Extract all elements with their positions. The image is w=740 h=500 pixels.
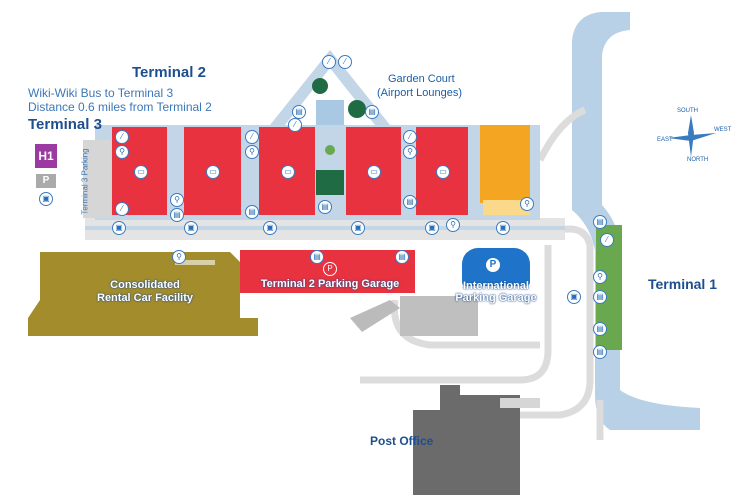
bus-icon: ▣ <box>184 221 198 235</box>
bus-icon: ▣ <box>425 221 439 235</box>
terminal2-label: Terminal 2 <box>132 64 206 81</box>
restroom-icon: ⚲ <box>403 145 417 159</box>
road-loop <box>360 106 594 419</box>
post-office-label: Post Office <box>370 434 434 448</box>
ramp-structure <box>350 300 400 332</box>
terminal3-gray <box>83 140 111 218</box>
restroom-icon: ▤ <box>593 290 607 304</box>
bus-icon: ▣ <box>496 221 510 235</box>
restroom-icon: ▤ <box>318 200 332 214</box>
bus-icon: ▣ <box>567 290 581 304</box>
bus-icon: ▣ <box>351 221 365 235</box>
compass-south: SOUTH <box>677 108 698 114</box>
escalator-icon: ⁄ <box>115 202 129 216</box>
intl-garage-label-2: Parking Garage <box>455 292 537 304</box>
intl-garage-label-1: International <box>462 280 529 292</box>
rental-label-1: Consolidated <box>110 279 180 291</box>
restroom-icon: ▤ <box>593 215 607 229</box>
baggage-icon: ▭ <box>436 165 450 179</box>
terminal3-label: Terminal 3 <box>28 116 102 133</box>
baggage-icon: ▭ <box>134 165 148 179</box>
rental-car-facility <box>28 252 258 336</box>
restroom-icon: ▤ <box>292 105 306 119</box>
escalator-icon: ⁄ <box>338 55 352 69</box>
compass-east: EAST <box>657 137 673 143</box>
h1-badge: H1 <box>35 144 57 168</box>
tree-cluster <box>312 78 328 94</box>
gray-garage <box>400 296 478 336</box>
baggage-icon: ▭ <box>367 165 381 179</box>
restroom-icon: ▤ <box>310 250 324 264</box>
restroom-icon: ▤ <box>403 195 417 209</box>
escalator-icon: ⁄ <box>403 130 417 144</box>
rental-label-2: Rental Car Facility <box>97 292 193 304</box>
escalator-icon: ⁄ <box>115 130 129 144</box>
restroom-icon: ▤ <box>365 105 379 119</box>
garden-center <box>316 170 344 195</box>
escalator-icon: ⁄ <box>322 55 336 69</box>
bus-icon: ▣ <box>39 192 53 206</box>
terminal1-label: Terminal 1 <box>648 276 717 292</box>
airport-lounges-label: (Airport Lounges) <box>377 87 462 99</box>
rental-strip <box>175 260 215 265</box>
orange-building[interactable] <box>480 125 530 203</box>
restroom-icon: ⚲ <box>172 250 186 264</box>
parking-badge: P <box>36 174 56 188</box>
escalator-icon: ⁄ <box>245 130 259 144</box>
compass-west: WEST <box>714 127 732 133</box>
restroom-icon: ⚲ <box>593 270 607 284</box>
central-walkway <box>316 100 344 125</box>
escalator-icon: ⁄ <box>288 118 302 132</box>
restroom-icon: ▤ <box>593 345 607 359</box>
terminal3-parking-label: Terminal 3 Parking <box>80 148 90 215</box>
restroom-icon: ⚲ <box>115 145 129 159</box>
wiki-bus-label: Wiki-Wiki Bus to Terminal 3 <box>28 86 174 100</box>
t2-garage-label: Terminal 2 Parking Garage <box>260 278 400 290</box>
compass-icon <box>668 115 716 157</box>
restroom-icon: ⚲ <box>170 193 184 207</box>
bus-icon: ▣ <box>112 221 126 235</box>
baggage-icon: ▭ <box>281 165 295 179</box>
restroom-icon: ▤ <box>170 208 184 222</box>
parking-icon: P <box>486 258 500 272</box>
restroom-icon: ▤ <box>593 322 607 336</box>
restroom-icon: ▤ <box>395 250 409 264</box>
yellow-annex <box>483 200 530 215</box>
restroom-icon: ▤ <box>245 205 259 219</box>
escalator-icon: ⁄ <box>600 233 614 247</box>
garden-dot <box>325 145 335 155</box>
post-office-building <box>413 385 520 495</box>
compass-north: NORTH <box>687 157 709 163</box>
restroom-icon: ⚲ <box>446 218 460 232</box>
restroom-icon: ⚲ <box>520 197 534 211</box>
distance-label: Distance 0.6 miles from Terminal 2 <box>28 100 212 114</box>
bus-icon: ▣ <box>263 221 277 235</box>
garden-court-label: Garden Court <box>388 73 455 85</box>
tree-cluster <box>348 100 366 118</box>
baggage-icon: ▭ <box>206 165 220 179</box>
parking-icon: P <box>323 262 337 276</box>
restroom-icon: ⚲ <box>245 145 259 159</box>
